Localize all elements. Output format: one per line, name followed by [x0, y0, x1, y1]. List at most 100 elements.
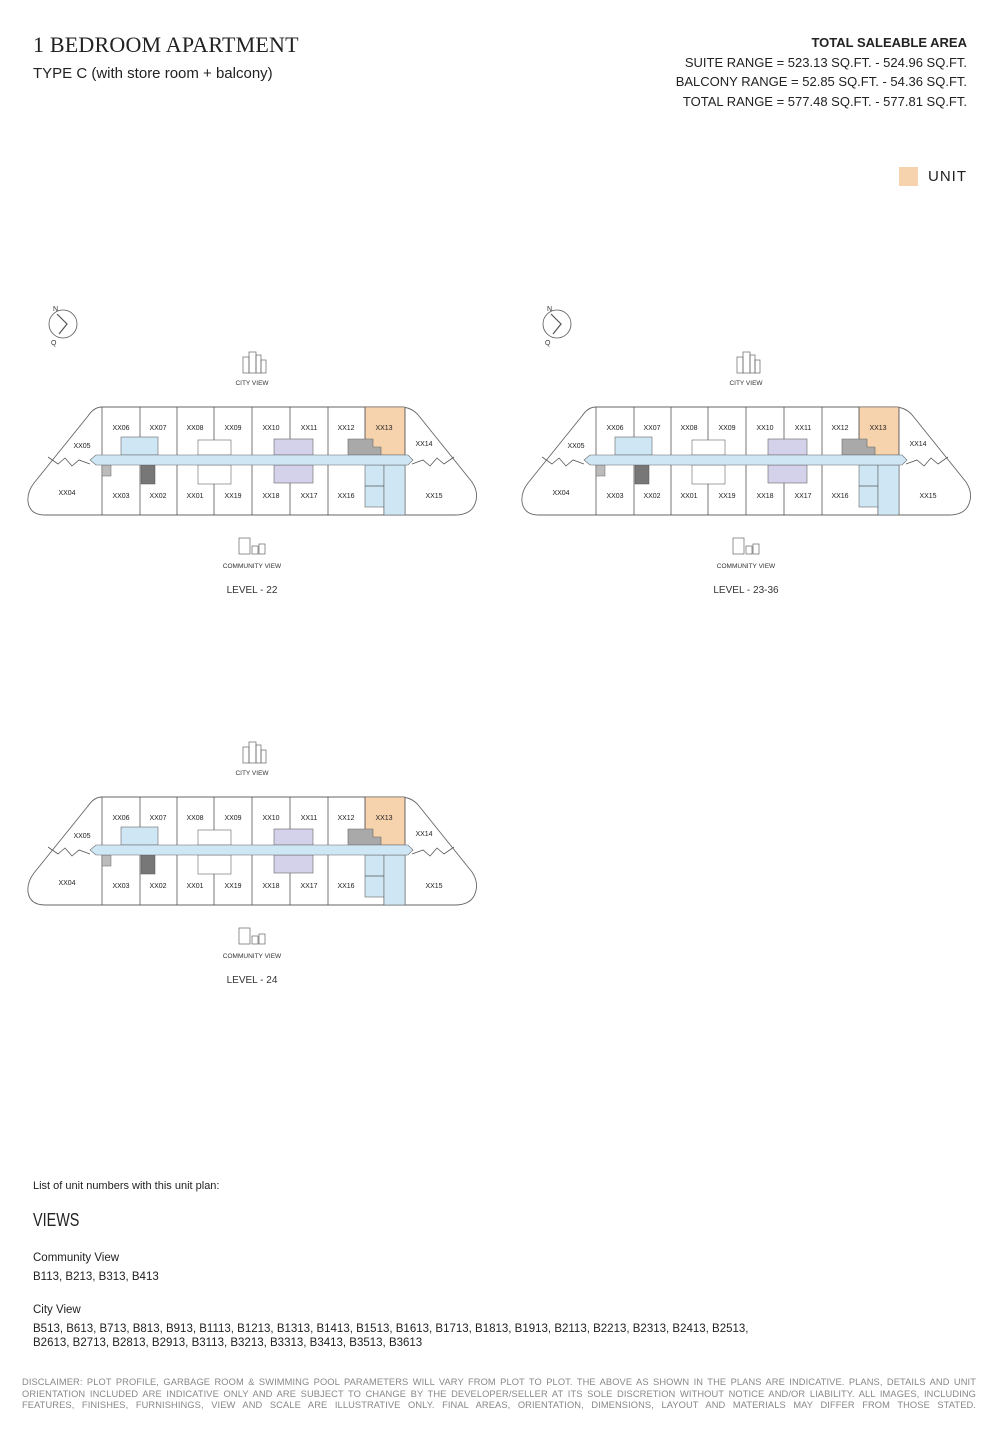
unit-label-xx11: XX11 — [301, 815, 318, 822]
unit-label-xx04: XX04 — [552, 490, 569, 497]
unit-label-xx10: XX10 — [262, 815, 279, 822]
compass-q: Q — [545, 340, 551, 347]
service-core — [197, 464, 232, 485]
unit-label-xx17: XX17 — [300, 493, 317, 500]
left-divider — [47, 846, 91, 857]
saleable-area-heading: TOTAL SALEABLE AREA — [811, 35, 967, 50]
compass-needle-icon — [550, 313, 562, 335]
city-view-icon — [736, 351, 761, 374]
stair-core — [767, 464, 808, 484]
level-label: LEVEL - 22 — [227, 585, 278, 596]
views-heading: VIEWS — [33, 1210, 80, 1230]
unit-label-xx06: XX06 — [112, 425, 129, 432]
unit-list-intro: List of unit numbers with this unit plan… — [33, 1180, 220, 1192]
community-view-label: COMMUNITY VIEW — [717, 563, 776, 570]
unit-label-xx07: XX07 — [149, 815, 166, 822]
unit-label-xx19: XX19 — [718, 493, 735, 500]
compass-q: Q — [51, 340, 57, 347]
unit-label-xx19: XX19 — [224, 883, 241, 890]
unit-label-xx01: XX01 — [680, 493, 697, 500]
unit-label-xx03: XX03 — [606, 493, 623, 500]
right-divider — [411, 846, 455, 857]
shaft — [140, 854, 156, 875]
left-divider — [47, 456, 91, 467]
unit-label-xx04: XX04 — [58, 490, 75, 497]
shaft — [101, 854, 112, 867]
compass-icon — [48, 309, 78, 339]
community-view-icon — [238, 927, 266, 945]
city-view-units-line-1: B513, B613, B713, B813, B913, B1113, B12… — [33, 1323, 749, 1335]
legend-unit-swatch — [899, 167, 918, 186]
compass-north: N — [53, 306, 58, 313]
community-view-icon — [732, 537, 760, 555]
city-view-label: CITY VIEW — [235, 380, 269, 387]
unit-label-xx02: XX02 — [149, 883, 166, 890]
city-view-label: CITY VIEW — [729, 380, 763, 387]
community-view-label: COMMUNITY VIEW — [223, 953, 282, 960]
unit-label-xx01: XX01 — [186, 883, 203, 890]
unit-label-xx12: XX12 — [337, 815, 354, 822]
stair-core — [273, 464, 314, 484]
unit-label-xx03: XX03 — [112, 493, 129, 500]
unit-label-xx07: XX07 — [643, 425, 660, 432]
city-view-icon — [242, 741, 267, 764]
city-view-label: CITY VIEW — [235, 770, 269, 777]
service-core — [691, 439, 726, 456]
unit-label-xx13: XX13 — [375, 425, 392, 432]
unit-label-xx04: XX04 — [58, 880, 75, 887]
shaft — [634, 464, 650, 485]
service-core — [197, 439, 232, 456]
lift-core — [120, 436, 159, 456]
city-view-icon — [242, 351, 267, 374]
unit-label-xx08: XX08 — [186, 425, 203, 432]
level-label: LEVEL - 24 — [227, 975, 278, 986]
unit-label-xx10: XX10 — [262, 425, 279, 432]
unit-label-xx18: XX18 — [756, 493, 773, 500]
unit-label-xx09: XX09 — [718, 425, 735, 432]
stair-core — [273, 828, 314, 846]
corridor — [89, 844, 414, 856]
unit-label-xx16: XX16 — [337, 493, 354, 500]
unit-label-xx02: XX02 — [149, 493, 166, 500]
shaft — [101, 464, 112, 477]
corridor — [583, 454, 908, 466]
community-view-label: Community View — [33, 1252, 120, 1264]
unit-label-xx11: XX11 — [301, 425, 318, 432]
lift-core — [614, 436, 653, 456]
balcony-range: BALCONY RANGE = 52.85 SQ.FT. - 54.36 SQ.… — [675, 74, 967, 89]
total-range: TOTAL RANGE = 577.48 SQ.FT. - 577.81 SQ.… — [682, 93, 967, 109]
unit-label-xx17: XX17 — [794, 493, 811, 500]
left-divider — [541, 456, 585, 467]
stair-core — [273, 438, 314, 456]
community-view-units: B113, B213, B313, B413 — [33, 1271, 159, 1283]
city-view-units-line-2: B2613, B2713, B2813, B2913, B3113, B3213… — [33, 1337, 423, 1349]
saleable-area-block: TOTAL SALEABLE AREA SUITE RANGE = 523.13… — [676, 33, 967, 111]
stair-core — [767, 438, 808, 456]
unit-label-xx12: XX12 — [337, 425, 354, 432]
unit-label-xx12: XX12 — [831, 425, 848, 432]
unit-label-xx05: XX05 — [567, 443, 584, 450]
level-label: LEVEL - 23-36 — [713, 585, 779, 596]
unit-label-xx06: XX06 — [606, 425, 623, 432]
service-core — [197, 829, 232, 846]
unit-label-xx17: XX17 — [300, 883, 317, 890]
unit-label-xx15: XX15 — [919, 493, 936, 500]
right-divider — [905, 456, 949, 467]
unit-label-xx14: XX14 — [415, 831, 432, 838]
suite-range: SUITE RANGE = 523.13 SQ.FT. - 524.96 SQ.… — [684, 54, 967, 70]
service-core — [691, 464, 726, 485]
community-view-icon — [238, 537, 266, 555]
pool-area — [383, 464, 406, 516]
lift-core — [120, 826, 159, 846]
unit-label-xx05: XX05 — [73, 833, 90, 840]
unit-label-xx08: XX08 — [186, 815, 203, 822]
unit-label-xx11: XX11 — [795, 425, 812, 432]
unit-label-xx16: XX16 — [337, 883, 354, 890]
compass-needle-icon — [56, 313, 68, 335]
unit-label-xx18: XX18 — [262, 493, 279, 500]
page-title: 1 BEDROOM APARTMENT — [33, 32, 299, 57]
